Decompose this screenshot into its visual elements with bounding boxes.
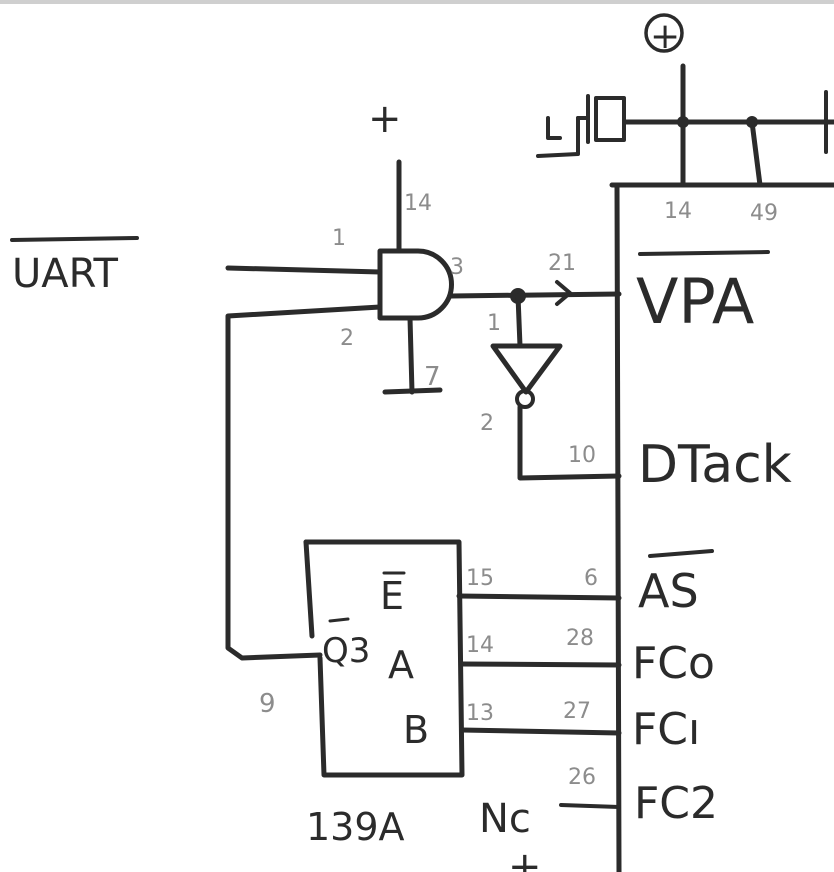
feedback-wire — [225, 304, 383, 661]
nc-wire — [559, 803, 621, 809]
decoder-left-top — [303, 539, 315, 639]
e-wire — [456, 593, 622, 601]
decoder-q3-label: Q3 — [322, 631, 370, 671]
pin-and-out: 3 — [450, 255, 464, 280]
uart-input-wire — [225, 265, 383, 275]
decoder-body — [303, 539, 465, 778]
window-top-border — [0, 0, 834, 4]
rail-junction-1 — [677, 116, 689, 128]
decoder-e-label: E — [380, 574, 404, 618]
pin-and-gnd: 7 — [424, 362, 441, 392]
pin-fc2: 26 — [568, 765, 596, 790]
inverter-body — [490, 343, 563, 395]
and-gate-body — [377, 248, 454, 321]
and-gnd-bar — [382, 387, 443, 395]
as-overbar — [648, 549, 714, 558]
pin-and-in2: 2 — [340, 326, 354, 351]
pin-top-1: 14 — [664, 199, 692, 224]
pin-as: 6 — [584, 566, 598, 591]
pin-e: 15 — [466, 566, 494, 591]
pin-a: 14 — [466, 633, 494, 658]
dtack-wire — [517, 404, 622, 481]
pin-fc1: 27 — [563, 699, 591, 724]
inverter-input-wire — [515, 293, 523, 349]
vpa-label: VPA — [636, 265, 754, 338]
pin-vpa: 21 — [548, 251, 576, 276]
inverter-gate — [490, 293, 622, 481]
as-label: AS — [638, 564, 699, 618]
capacitor-ground — [536, 116, 580, 158]
pin-and-vcc: 14 — [404, 191, 432, 216]
decoder-139a — [303, 539, 622, 778]
dtack-label: DTack — [638, 435, 792, 495]
uart-label: UART — [12, 251, 119, 297]
fc1-label: FCı — [632, 704, 700, 755]
rail-drop-2 — [749, 119, 763, 188]
pin-and-in1: 1 — [332, 226, 346, 251]
and-supply-plus: + — [368, 96, 402, 142]
chip-139a-label: 139A — [306, 805, 405, 849]
and-gate — [225, 159, 622, 661]
pin-inverter-in: 1 — [487, 311, 501, 336]
and-gnd-line — [407, 315, 415, 395]
vpa-wire — [448, 291, 622, 299]
power-rail — [536, 13, 834, 188]
uart-overbar — [10, 236, 139, 242]
vpa-overbar — [638, 250, 770, 256]
pin-b: 13 — [466, 701, 494, 726]
cpu-chip — [609, 182, 834, 872]
pin-q3: 9 — [259, 689, 276, 719]
pin-top-2: 49 — [750, 201, 778, 226]
pin-inverter-out: 2 — [480, 411, 494, 436]
decoder-a-label: A — [388, 643, 414, 687]
a-wire — [459, 661, 622, 668]
cpu-left-edge — [614, 182, 622, 872]
fc0-label: FCo — [632, 638, 715, 689]
nc-label: Nc — [479, 796, 531, 842]
fc2-label: FC2 — [634, 778, 718, 829]
capacitor-body — [594, 96, 626, 142]
supply-plus-sign: + — [650, 16, 680, 57]
inverter-bubble — [515, 389, 535, 409]
pin-dtack: 10 — [568, 443, 596, 468]
decoder-b-label: B — [403, 708, 429, 752]
supply-plus-circle — [644, 13, 684, 53]
b-wire — [459, 727, 622, 736]
vpa-arrow — [555, 280, 572, 306]
nc-plus-sign: + — [508, 844, 542, 872]
capacitor-ground-2 — [546, 116, 562, 140]
pin-fc0: 28 — [566, 626, 594, 651]
q3-overbar — [328, 617, 350, 623]
